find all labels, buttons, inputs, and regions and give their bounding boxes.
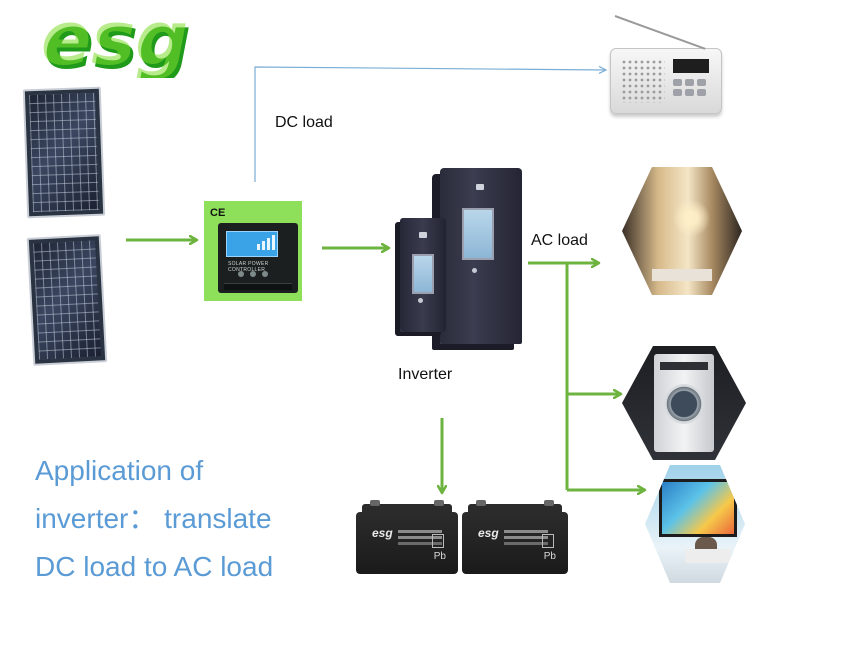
ce-mark: CE xyxy=(210,207,226,219)
caption-line: inverter： translate xyxy=(35,503,272,534)
charge-controller-icon: CE SOLAR POWER CONTROLLER xyxy=(204,201,302,301)
battery-brand: esg xyxy=(478,526,499,540)
washing-machine-icon xyxy=(622,346,746,460)
battery-pb-mark: Pb xyxy=(543,551,556,562)
inverter-label: Inverter xyxy=(398,366,453,383)
caption-line: DC load to AC load xyxy=(35,551,274,582)
dc-load-line xyxy=(254,65,608,182)
esg-logo: esg esg xyxy=(41,6,191,78)
battery-brand: esg xyxy=(372,526,393,540)
solar-panel-icon xyxy=(26,234,108,366)
svg-text:esg: esg xyxy=(44,6,191,78)
inverter-icon xyxy=(400,218,446,332)
tv-icon xyxy=(645,465,745,583)
solar-panel-icon xyxy=(22,86,106,219)
battery-icon: esg Pb xyxy=(462,500,568,574)
radio-icon xyxy=(610,15,722,114)
battery-icon: esg Pb xyxy=(356,500,458,574)
caption: Application of inverter： translate DC lo… xyxy=(35,447,273,591)
controller-panel-text: SOLAR POWER CONTROLLER xyxy=(228,261,269,273)
caption-line: Application of xyxy=(35,455,204,486)
svg-text:esg: esg xyxy=(41,6,188,78)
battery-pb-mark: Pb xyxy=(433,551,446,562)
ac-load-label: AC load xyxy=(531,232,588,249)
inverter-icon xyxy=(440,168,522,344)
dc-load-label: DC load xyxy=(275,114,333,131)
